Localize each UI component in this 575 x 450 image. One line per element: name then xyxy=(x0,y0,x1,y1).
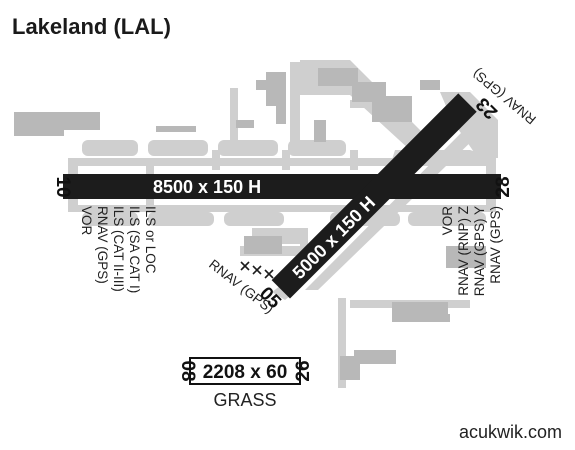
approach-label: ILS (SA CAT I) xyxy=(127,206,142,293)
runway-end-10: 10 xyxy=(52,176,73,197)
approach-label: RNAV (GPS) Y xyxy=(472,206,487,296)
source-credit: acukwik.com xyxy=(459,422,562,442)
runway-surface-grass: GRASS xyxy=(213,390,276,410)
approach-label: RNAV (GPS) xyxy=(95,206,110,284)
runway-10-28-surface xyxy=(63,174,501,199)
airport-title: Lakeland (LAL) xyxy=(12,14,171,39)
runway-10-28: 8500 x 150 H xyxy=(63,174,501,199)
approach-label: VOR xyxy=(440,206,455,236)
closed-taxiway-marks xyxy=(240,261,274,279)
runway-05-23-surface xyxy=(271,93,477,299)
runway-08-26-surface xyxy=(189,357,301,385)
approach-label: RNAV (GPS) xyxy=(488,206,503,284)
approach-label: ILS or LOC xyxy=(143,206,158,274)
runway-end-26: 26 xyxy=(293,360,314,381)
approaches-runway-10: ILS or LOC ILS (SA CAT I) ILS (CAT II-II… xyxy=(79,206,158,293)
runway-end-28: 28 xyxy=(493,176,514,197)
runway-08-26: 2208 x 60 08 26 GRASS xyxy=(177,357,314,410)
apron-areas xyxy=(14,68,486,380)
approach-label: VOR xyxy=(79,206,94,236)
runway-10-28-dimensions: 8500 x 150 H xyxy=(153,177,261,197)
approach-label: RNAV (RNP) Z xyxy=(456,206,471,296)
approach-label: ILS (CAT II-III) xyxy=(111,206,126,292)
runway-end-08: 08 xyxy=(177,360,198,381)
approaches-runway-28: VOR RNAV (RNP) Z RNAV (GPS) Y RNAV (GPS) xyxy=(440,206,503,297)
runway-08-26-dimensions: 2208 x 60 xyxy=(203,362,288,383)
